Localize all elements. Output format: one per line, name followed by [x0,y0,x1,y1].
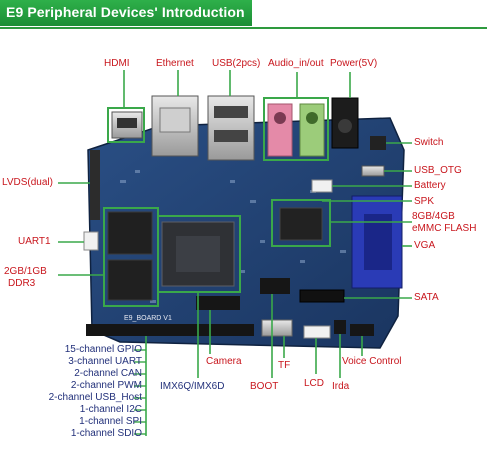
expansion-item: 1-channel I2C [79,404,142,415]
audio-jack-pink [267,103,293,157]
label-usb-otg: USB_OTG [414,165,462,176]
uart1-connector [83,231,99,251]
switch-component [370,136,386,150]
expansion-item: 15-channel GPIO [64,344,142,355]
sata-connector [299,289,345,303]
label-hdmi: HDMI [104,58,130,69]
callout-box-emmc [271,199,331,247]
voice-control-buttons [350,324,374,336]
expansion-item: 2-channel CAN [74,368,142,379]
page-title: E9 Peripheral Devices' Introduction [6,4,245,20]
vga-connector [351,195,403,289]
expansion-item: 1-channel SPI [79,416,142,427]
callout-box-cpu [157,215,241,293]
ddr3-chip-1 [107,211,153,255]
usb-otg-connector [361,165,385,177]
audio-jack-green [299,103,325,157]
emmc-chip [279,207,323,241]
expansion-item: 3-channel UART [68,356,142,367]
title-rule [0,27,487,29]
title-banner: E9 Peripheral Devices' Introduction [0,0,252,26]
callout-box-hdmi [107,107,145,143]
label-usb: USB(2pcs) [212,58,261,69]
irda-component [334,320,346,334]
label-lcd: LCD [304,378,325,389]
label-camera: Camera [206,356,242,367]
label-ethernet: Ethernet [156,58,194,69]
expansion-item: 2-channel USB_Host [48,392,142,403]
usb-connector [207,95,255,161]
battery-connector [311,179,333,193]
expansion-item: 2-channel PWM [70,380,142,391]
tf-slot [261,319,293,337]
board-silkscreen: E9_BOARD V1 [124,315,172,322]
callout-box-audio [263,97,329,161]
label-battery: Battery [414,180,446,191]
lvds-header [90,150,100,220]
label-sata: SATA [414,292,439,303]
label-ddr-line1: 2GB/1GB [4,266,47,277]
label-flash-line2: eMMC FLASH [412,223,477,234]
lcd-connector [303,325,331,339]
label-uart1: UART1 [18,236,51,247]
label-boot: BOOT [250,381,279,392]
label-voice-control: Voice Control [342,356,402,367]
expansion-header [86,324,254,336]
boot-switch [260,278,290,294]
label-ddr-line2: DDR3 [8,278,36,289]
label-switch: Switch [414,137,444,148]
label-flash-line1: 8GB/4GB [412,211,455,222]
label-tf: TF [278,360,291,371]
label-irda: Irda [332,381,350,392]
label-power: Power(5V) [330,58,378,69]
expansion-item: 1-channel SDIO [70,428,142,439]
label-audio: Audio_in/out [268,58,324,69]
ddr3-chip-2 [107,259,153,301]
camera-header [196,296,240,310]
label-spk: SPK [414,196,435,207]
label-lvds: LVDS(dual) [2,177,53,188]
label-cpu: IMX6Q/IMX6D [160,381,225,392]
label-vga: VGA [414,240,436,251]
